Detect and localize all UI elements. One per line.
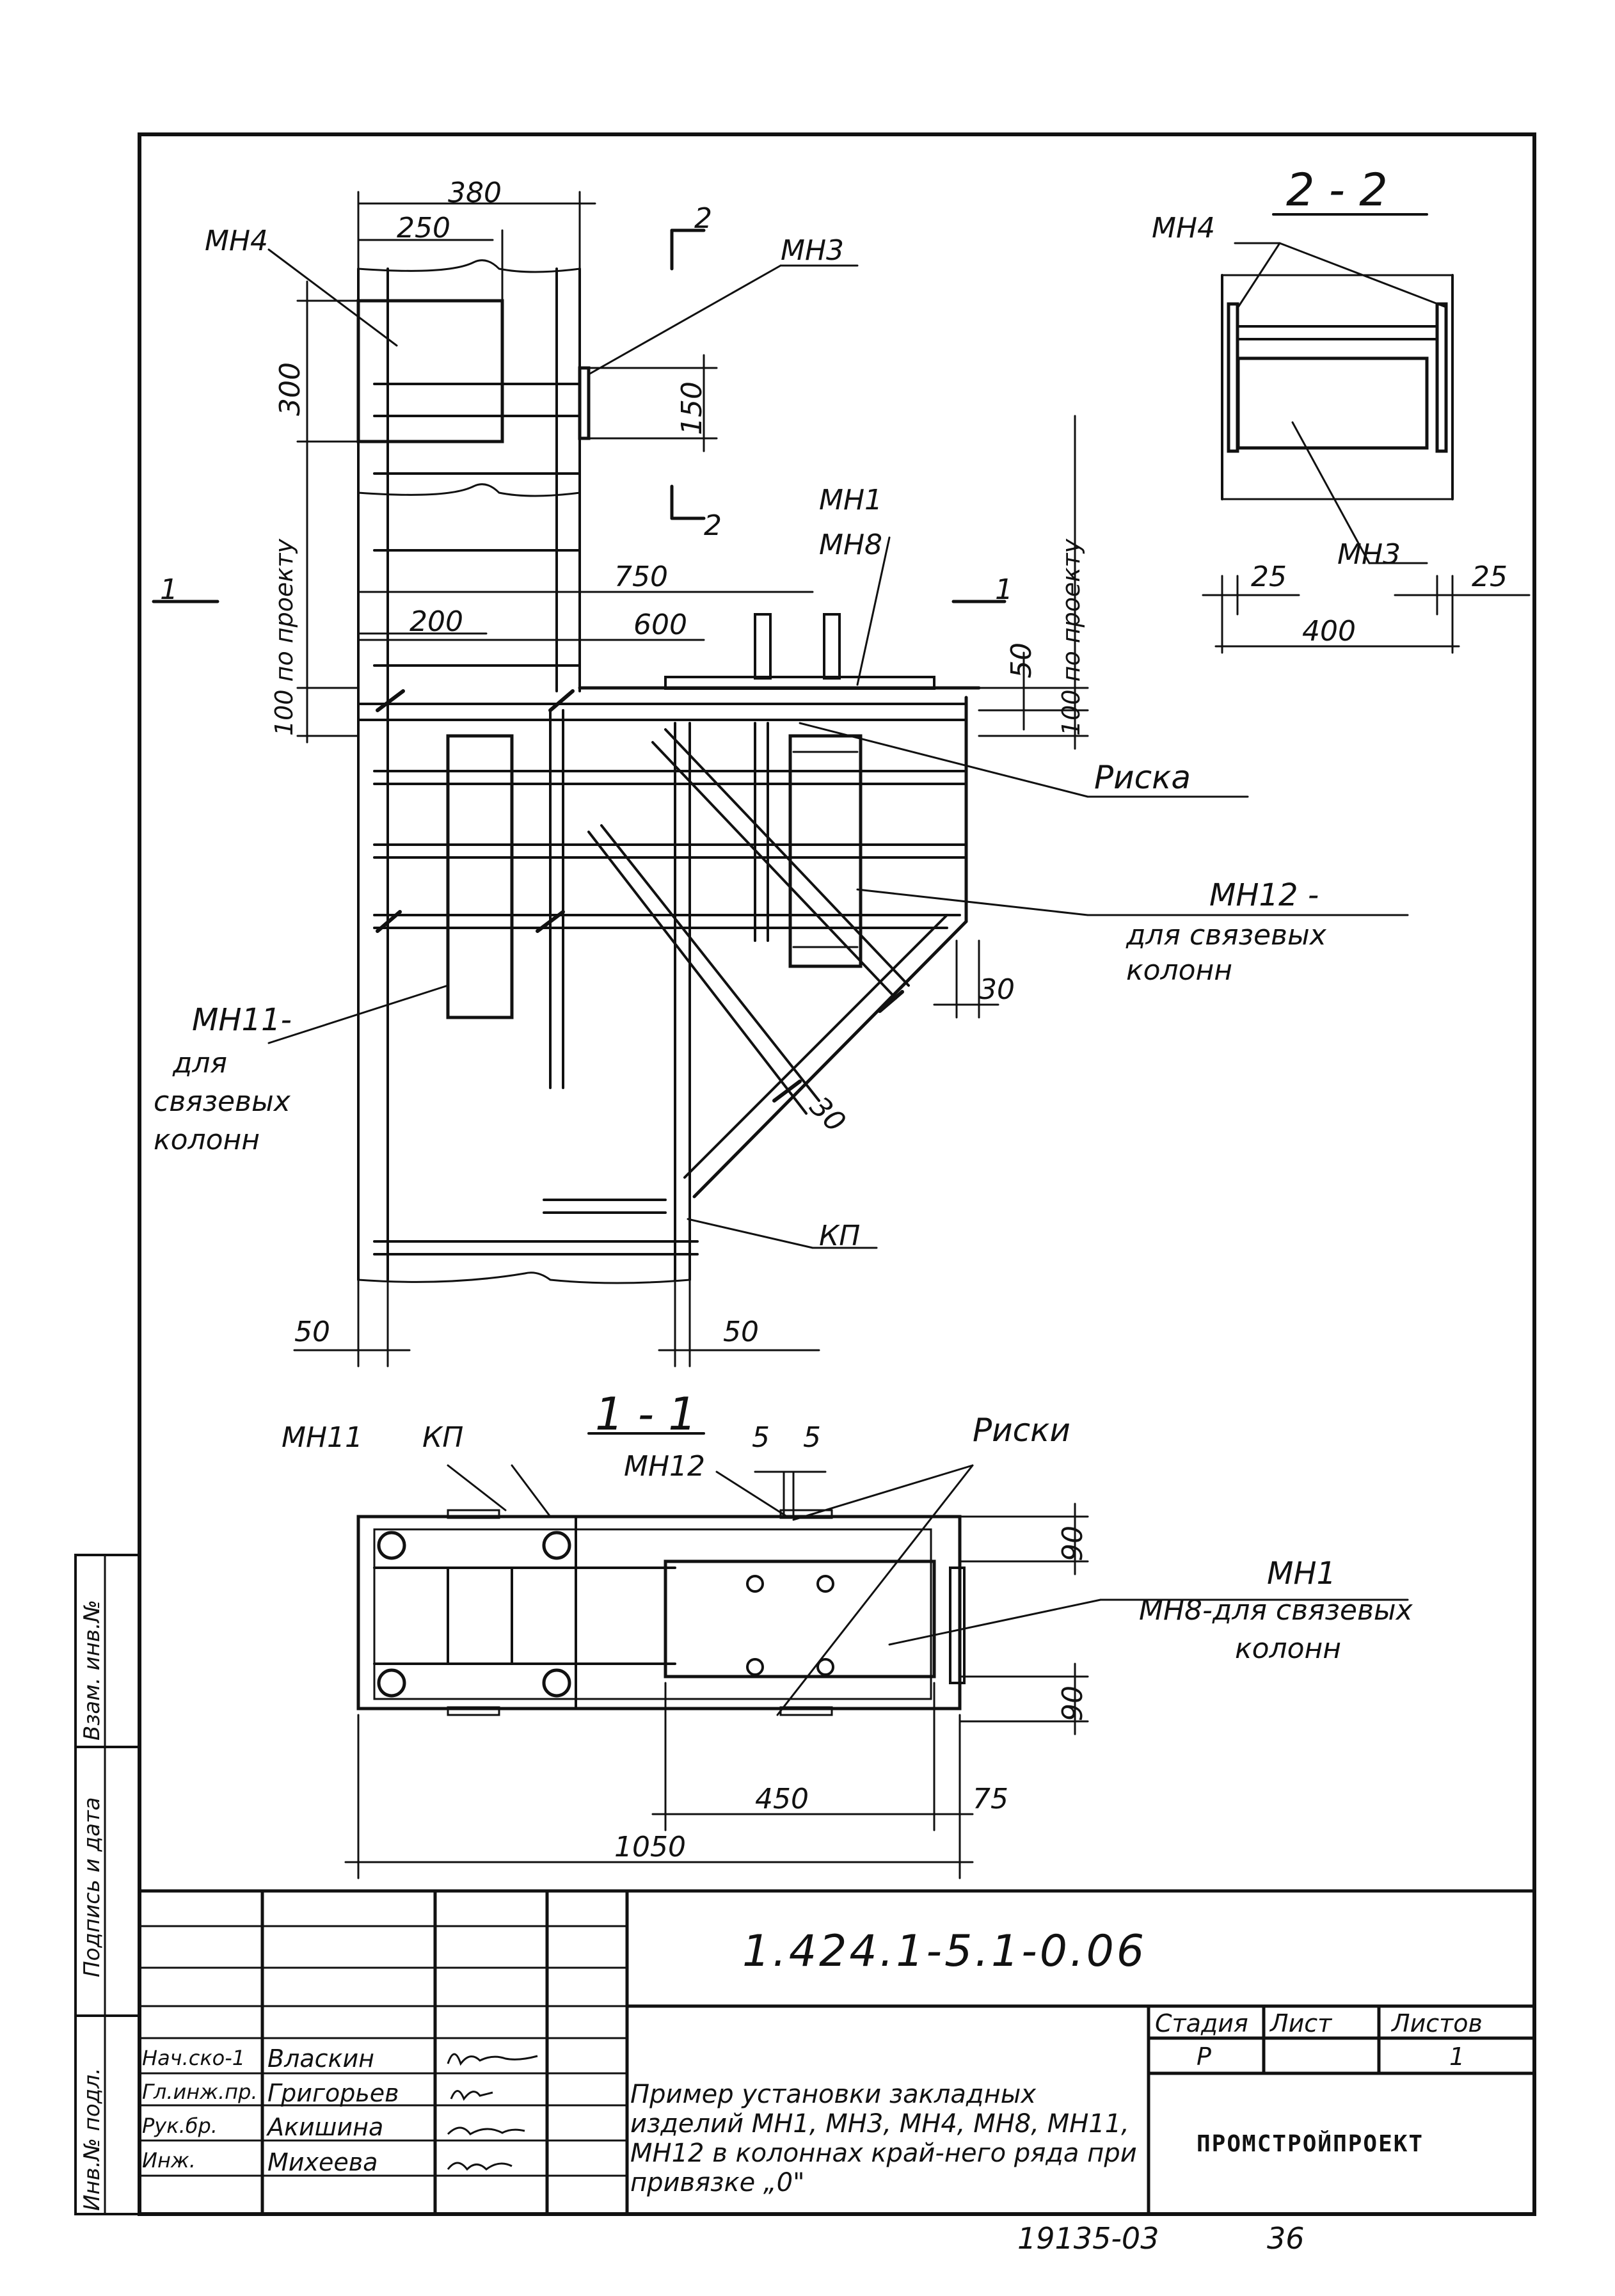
margin-sign-date: Подпись и дата	[79, 1797, 105, 1977]
header-sheet: Лист	[1270, 2009, 1332, 2037]
dim-750: 750	[614, 561, 668, 593]
label-mn1-plan: МН1	[1267, 1556, 1337, 1591]
section-1-1-title: 1 - 1	[595, 1388, 697, 1440]
dim-100-left: 100 по проекту	[270, 539, 298, 736]
label-cut-1-left: 1	[160, 573, 178, 606]
dim-25-right: 25	[1472, 561, 1508, 593]
staff-name: Акишина	[267, 2113, 384, 2141]
footer-number: 19135-03	[1017, 2221, 1159, 2256]
dim-5-a: 5	[752, 1421, 770, 1454]
dim-1050: 1050	[614, 1831, 686, 1863]
label-mn8-plan-1: МН8-для связевых	[1139, 1594, 1413, 1627]
staff-name: Григорьев	[267, 2079, 399, 2107]
label-mn8-main: МН8	[819, 529, 883, 561]
main-leaders	[267, 248, 1409, 1249]
staff-name: Власкин	[267, 2045, 375, 2073]
sheets-value: 1	[1449, 2043, 1465, 2071]
label-mn11-note-2: связевых	[154, 1085, 290, 1118]
dim-5-b: 5	[803, 1421, 821, 1454]
dim-50-bl: 50	[294, 1316, 330, 1348]
label-mn3-main: МН3	[781, 234, 845, 267]
dim-450: 450	[755, 1783, 809, 1815]
label-cut-2-top: 2	[694, 202, 712, 235]
label-riski: Риски	[973, 1412, 1070, 1449]
label-mn11-note-1: для	[173, 1047, 228, 1080]
label-kp-main: КП	[819, 1220, 861, 1252]
section-1-1-dimensions	[344, 1464, 1409, 1879]
section-1-1	[356, 1432, 966, 1716]
label-mn1-main: МН1	[819, 484, 883, 516]
label-mn4-section: МН4	[1152, 212, 1216, 244]
label-mn12-main: МН12 -	[1209, 877, 1319, 913]
main-dimensions	[152, 191, 1089, 1367]
staff-role: Нач.ско-1	[142, 2046, 246, 2070]
organization: ПРОМСТРОЙПРОЕКТ	[1197, 2131, 1424, 2157]
label-kp-plan: КП	[422, 1421, 464, 1454]
dim-150: 150	[676, 381, 708, 435]
section-2-2-title: 2 - 2	[1286, 164, 1388, 216]
staff-name: Михеева	[267, 2148, 378, 2176]
label-mn12-note-1: для связевых	[1126, 919, 1326, 952]
dim-50-right: 50	[1005, 642, 1038, 678]
staff-role: Рук.бр.	[142, 2114, 218, 2138]
dim-200: 200	[410, 605, 463, 638]
dim-90-top: 90	[1056, 1526, 1089, 1561]
footer-page: 36	[1267, 2221, 1305, 2256]
sheet-frame	[138, 132, 1536, 2216]
dim-25-left: 25	[1251, 561, 1287, 593]
margin-inv-replace: Взам. инв.№	[79, 1599, 105, 1741]
title-block-lines	[138, 1889, 1536, 2216]
signature	[447, 2053, 538, 2171]
margin-strip	[74, 1554, 141, 2215]
staff-role: Инж.	[142, 2148, 196, 2172]
label-mn11-note-3: колонн	[154, 1124, 260, 1156]
dim-30-a: 30	[979, 973, 1015, 1006]
dim-250: 250	[397, 212, 450, 244]
margin-inv-orig: Инв.№ подл.	[79, 2068, 105, 2211]
label-mn11-main: МН11-	[192, 1002, 292, 1038]
label-cut-1-right: 1	[995, 573, 1013, 606]
label-mn4-main: МН4	[205, 225, 269, 257]
main-elevation	[356, 259, 981, 1284]
label-mn11-plan: МН11	[282, 1421, 363, 1454]
dim-400: 400	[1302, 615, 1356, 648]
header-sheets: Листов	[1392, 2009, 1483, 2037]
stage-value: Р	[1197, 2043, 1211, 2071]
drawing-title: Пример установки закладных изделий МН1, …	[630, 2080, 1137, 2197]
label-mn8-plan-2: колонн	[1235, 1632, 1342, 1665]
drawing-code: 1.424.1-5.1-0.06	[742, 1926, 1147, 1977]
dim-50-br: 50	[723, 1316, 759, 1348]
label-mn12-plan: МН12	[624, 1450, 706, 1483]
dim-90-bottom: 90	[1056, 1686, 1089, 1721]
dim-300: 300	[274, 362, 306, 416]
section-2-2	[1202, 213, 1531, 654]
label-riska: Риска	[1094, 759, 1191, 796]
dim-75: 75	[973, 1783, 1008, 1815]
label-cut-2-bottom: 2	[704, 509, 722, 542]
staff-role: Гл.инж.пр.	[142, 2080, 258, 2104]
header-stage: Стадия	[1155, 2009, 1248, 2037]
label-mn3-section: МН3	[1337, 538, 1401, 571]
label-mn12-note-2: колонн	[1126, 954, 1233, 987]
dim-380: 380	[448, 177, 502, 209]
dim-600: 600	[633, 609, 687, 641]
dim-100-right: 100 по проекту	[1057, 539, 1085, 736]
